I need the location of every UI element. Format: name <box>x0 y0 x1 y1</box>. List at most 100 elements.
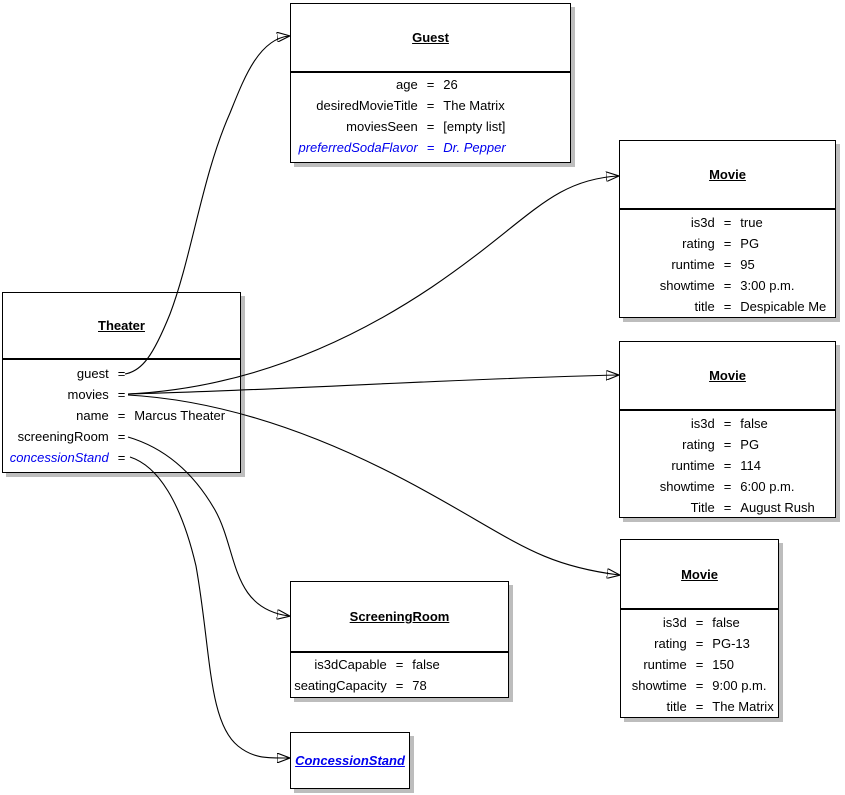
field-list: age = 26 desiredMovieTitle = The Matrix … <box>291 73 570 158</box>
field-value: The Matrix <box>712 699 774 714</box>
field-row-Title: Title = August Rush <box>620 497 835 518</box>
field-row-name: name = Marcus Theater <box>3 405 240 426</box>
field-name: is3d <box>690 416 715 431</box>
field-name: showtime <box>659 479 715 494</box>
field-value: [empty list] <box>443 119 506 134</box>
field-list: is3dCapable = false seatingCapacity = 78 <box>291 653 508 696</box>
field-row-screeningRoom: screeningRoom = <box>3 426 240 447</box>
field-name: is3dCapable <box>314 657 387 672</box>
field-name: seatingCapacity <box>294 678 387 693</box>
field-row-rating: rating = PG-13 <box>621 633 778 654</box>
field-value: Despicable Me <box>740 299 827 314</box>
object-box-guest[interactable]: Guest age = 26 desiredMovieTitle = The M… <box>290 3 571 163</box>
field-row-desiredMovieTitle: desiredMovieTitle = The Matrix <box>291 95 570 116</box>
equals-sign: = <box>117 429 126 444</box>
equals-sign: = <box>723 458 732 473</box>
field-list: is3d = true rating = PG runtime = 95 sho… <box>620 210 835 317</box>
field-row-title: title = Despicable Me <box>620 296 835 317</box>
field-value: false <box>740 416 768 431</box>
field-name: rating <box>682 236 715 251</box>
field-value: false <box>412 657 440 672</box>
object-title: Movie <box>620 141 835 210</box>
field-name: rating <box>682 437 715 452</box>
equals-sign: = <box>723 437 732 452</box>
field-value: 150 <box>712 657 734 672</box>
field-row-is3d: is3d = false <box>620 413 835 434</box>
field-value: true <box>740 215 763 230</box>
field-value: PG <box>740 437 760 452</box>
field-value: Marcus Theater <box>134 408 226 423</box>
field-list: is3d = false rating = PG runtime = 114 s… <box>620 411 835 518</box>
field-name: title <box>694 299 715 314</box>
equals-sign: = <box>723 236 732 251</box>
field-value: 78 <box>412 678 427 693</box>
field-name: rating <box>654 636 687 651</box>
field-row-concessionStand: concessionStand = <box>3 447 240 468</box>
field-name: moviesSeen <box>346 119 418 134</box>
object-box-screening-room[interactable]: ScreeningRoom is3dCapable = false seatin… <box>290 581 509 698</box>
field-name: preferredSodaFlavor <box>298 140 418 155</box>
object-title: ScreeningRoom <box>291 582 508 653</box>
field-row-showtime: showtime = 3:00 p.m. <box>620 275 835 296</box>
field-value: PG <box>740 236 760 251</box>
field-name: showtime <box>659 278 715 293</box>
object-box-theater[interactable]: Theater guest = movies = name = Marcus T… <box>2 292 241 473</box>
field-row-showtime: showtime = 9:00 p.m. <box>621 675 778 696</box>
field-value: 3:00 p.m. <box>740 278 795 293</box>
equals-sign: = <box>723 257 732 272</box>
equals-sign: = <box>426 119 435 134</box>
equals-sign: = <box>117 408 126 423</box>
field-row-age: age = 26 <box>291 74 570 95</box>
field-value: 6:00 p.m. <box>740 479 795 494</box>
equals-sign: = <box>723 299 732 314</box>
field-row-is3d: is3d = true <box>620 212 835 233</box>
field-row-is3d: is3d = false <box>621 612 778 633</box>
field-name: showtime <box>631 678 687 693</box>
field-name: name <box>76 408 109 423</box>
equals-sign: = <box>723 500 732 515</box>
equals-sign: = <box>695 699 704 714</box>
field-name: movies <box>67 387 109 402</box>
object-box-movie-august-rush[interactable]: Movie is3d = false rating = PG runtime =… <box>619 341 836 518</box>
field-name: screeningRoom <box>17 429 109 444</box>
object-title: Guest <box>291 4 570 73</box>
field-row-rating: rating = PG <box>620 434 835 455</box>
equals-sign: = <box>395 657 404 672</box>
field-name: title <box>666 699 687 714</box>
object-title: Theater <box>3 293 240 360</box>
field-value: August Rush <box>740 500 815 515</box>
field-name: age <box>396 77 418 92</box>
object-box-movie-despicable-me[interactable]: Movie is3d = true rating = PG runtime = … <box>619 140 836 318</box>
equals-sign: = <box>117 450 126 465</box>
field-value: Dr. Pepper <box>443 140 506 155</box>
field-name: runtime <box>671 458 715 473</box>
field-row-runtime: runtime = 95 <box>620 254 835 275</box>
field-value: 9:00 p.m. <box>712 678 767 693</box>
equals-sign: = <box>723 215 732 230</box>
field-value: 114 <box>740 458 762 473</box>
field-row-runtime: runtime = 150 <box>621 654 778 675</box>
field-list: is3d = false rating = PG-13 runtime = 15… <box>621 610 778 717</box>
equals-sign: = <box>723 278 732 293</box>
object-box-movie-the-matrix[interactable]: Movie is3d = false rating = PG-13 runtim… <box>620 539 779 718</box>
field-row-runtime: runtime = 114 <box>620 455 835 476</box>
object-title: ConcessionStand <box>295 753 405 768</box>
field-row-moviesSeen: moviesSeen = [empty list] <box>291 116 570 137</box>
field-value: false <box>712 615 740 630</box>
field-name: is3d <box>662 615 687 630</box>
field-row-movies: movies = <box>3 384 240 405</box>
field-name: runtime <box>643 657 687 672</box>
object-title: Movie <box>620 342 835 411</box>
equals-sign: = <box>695 657 704 672</box>
field-row-preferredSodaFlavor: preferredSodaFlavor = Dr. Pepper <box>291 137 570 158</box>
object-box-concession-stand[interactable]: ConcessionStand <box>290 732 410 789</box>
field-list: guest = movies = name = Marcus Theater s… <box>3 360 240 468</box>
field-value: The Matrix <box>443 98 505 113</box>
field-value: PG-13 <box>712 636 750 651</box>
equals-sign: = <box>695 678 704 693</box>
equals-sign: = <box>426 77 435 92</box>
field-row-rating: rating = PG <box>620 233 835 254</box>
arrow-theater-concessionstand-to-concessionstand <box>129 456 289 758</box>
field-name: runtime <box>671 257 715 272</box>
